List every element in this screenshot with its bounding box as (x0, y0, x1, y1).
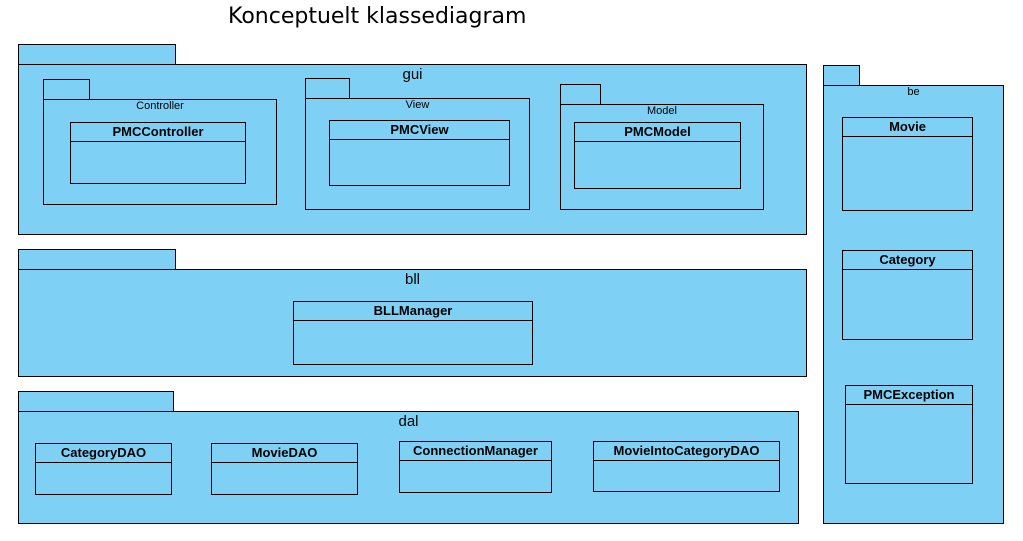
model-package-tab (560, 84, 601, 105)
view-package-label: View (405, 99, 430, 111)
diagram-title: Konceptuelt klassediagram (228, 4, 527, 29)
class-name: CategoryDAO (36, 444, 171, 463)
class-name: MovieDAO (212, 444, 357, 463)
class-name: PMCView (330, 121, 509, 140)
class-category[interactable]: Category (842, 250, 973, 340)
class-name: BLLManager (294, 302, 532, 321)
controller-package-tab (43, 79, 90, 100)
view-package-tab (305, 78, 350, 99)
class-movieintocategorydao[interactable]: MovieIntoCategoryDAO (593, 441, 780, 492)
controller-package-label: Controller (136, 100, 184, 112)
class-bllmanager[interactable]: BLLManager (293, 301, 533, 365)
gui-package-label: gui (402, 66, 423, 83)
class-name: Category (843, 251, 972, 270)
class-pmccontroller[interactable]: PMCController (70, 122, 246, 184)
class-pmcmodel[interactable]: PMCModel (574, 122, 741, 189)
class-pmcview[interactable]: PMCView (329, 120, 510, 186)
be-package-tab (823, 65, 860, 86)
be-package-label: be (907, 86, 920, 98)
class-pmcexception[interactable]: PMCException (845, 385, 973, 484)
dal-package-tab (18, 391, 174, 412)
bll-package-tab (18, 249, 176, 270)
class-name: MovieIntoCategoryDAO (594, 442, 779, 461)
class-name: ConnectionManager (400, 442, 551, 461)
model-package-label: Model (647, 105, 677, 117)
bll-package-label: bll (404, 271, 420, 288)
class-categorydao[interactable]: CategoryDAO (35, 443, 172, 495)
class-moviedao[interactable]: MovieDAO (211, 443, 358, 495)
class-name: PMCException (846, 386, 972, 405)
gui-package-tab (18, 44, 176, 65)
class-name: PMCController (71, 123, 245, 142)
class-name: PMCModel (575, 123, 740, 142)
class-movie[interactable]: Movie (842, 117, 973, 211)
class-name: Movie (843, 118, 972, 137)
class-connectionmanager[interactable]: ConnectionManager (399, 441, 552, 493)
dal-package-label: dal (398, 413, 419, 430)
